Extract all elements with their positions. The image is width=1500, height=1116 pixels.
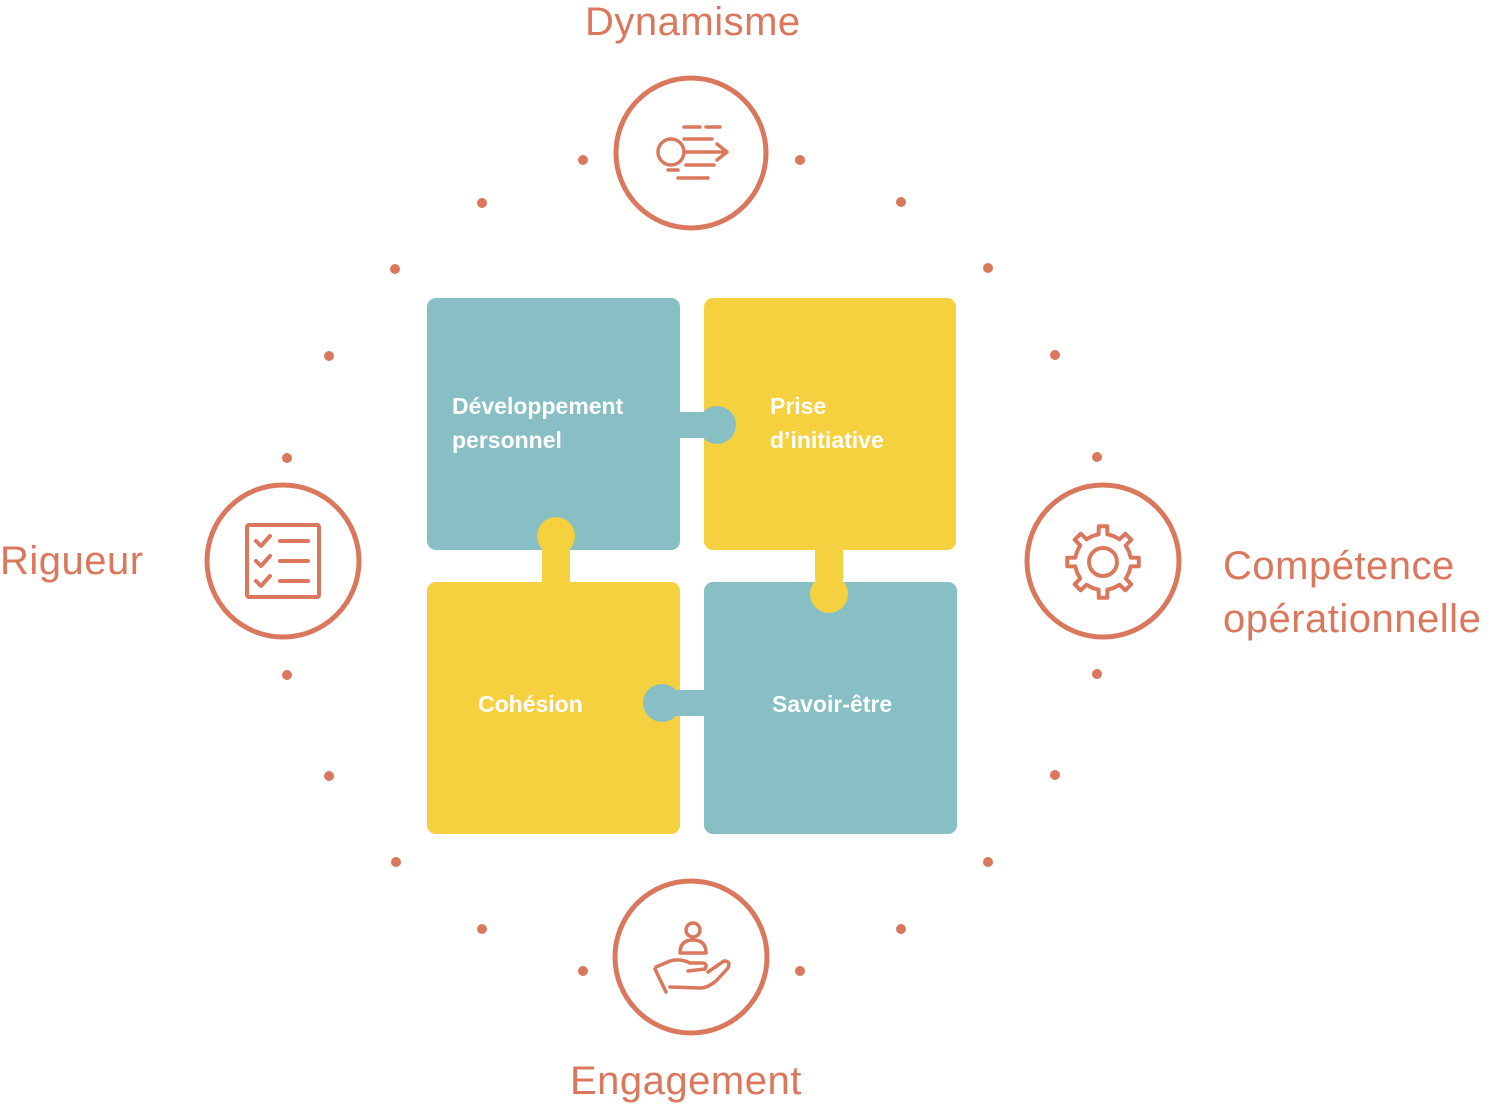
piece-bottom-left — [427, 582, 680, 834]
piece-top-left — [427, 298, 680, 550]
tab-knob-br-bl — [643, 684, 681, 722]
piece-label-line2: personnel — [452, 427, 562, 453]
engagement-badge — [612, 878, 770, 1036]
tab-knob-bl-tl — [537, 517, 575, 555]
piece-label-prise-initiative: Prise d’initiative — [770, 389, 884, 457]
piece-label-developpement-personnel: Développement personnel — [452, 389, 623, 457]
label-rigueur: Rigueur — [0, 539, 144, 583]
hand-person-icon — [653, 921, 731, 994]
label-competence-operationnelle: Compétence opérationnelle — [1223, 540, 1481, 646]
puzzle — [427, 298, 957, 834]
piece-label-savoir-etre: Savoir-être — [772, 691, 893, 717]
tab-knob-tl-tr — [698, 406, 736, 444]
piece-bottom-right — [704, 582, 957, 834]
label-competence-line1: Compétence — [1223, 544, 1455, 588]
piece-label-line2: d’initiative — [770, 427, 884, 453]
label-dynamisme: Dynamisme — [585, 0, 801, 44]
piece-label-line1: Prise — [770, 393, 827, 419]
competence-badge — [1024, 482, 1182, 640]
speed-arrow-icon — [656, 125, 729, 180]
piece-label-line1: Développement — [452, 393, 624, 419]
gear-icon — [1065, 524, 1141, 600]
label-engagement: Engagement — [570, 1059, 802, 1103]
piece-top-right — [704, 298, 956, 550]
rigueur-badge — [204, 482, 362, 640]
tab-knob-tr-br — [810, 575, 848, 613]
piece-label-cohesion: Cohésion — [478, 691, 583, 717]
label-competence-line2: opérationnelle — [1223, 597, 1482, 641]
checklist-icon — [245, 523, 321, 599]
tab-neck-tr-br — [815, 546, 843, 580]
dotted-ring — [282, 155, 1102, 976]
dynamisme-badge — [613, 75, 769, 231]
